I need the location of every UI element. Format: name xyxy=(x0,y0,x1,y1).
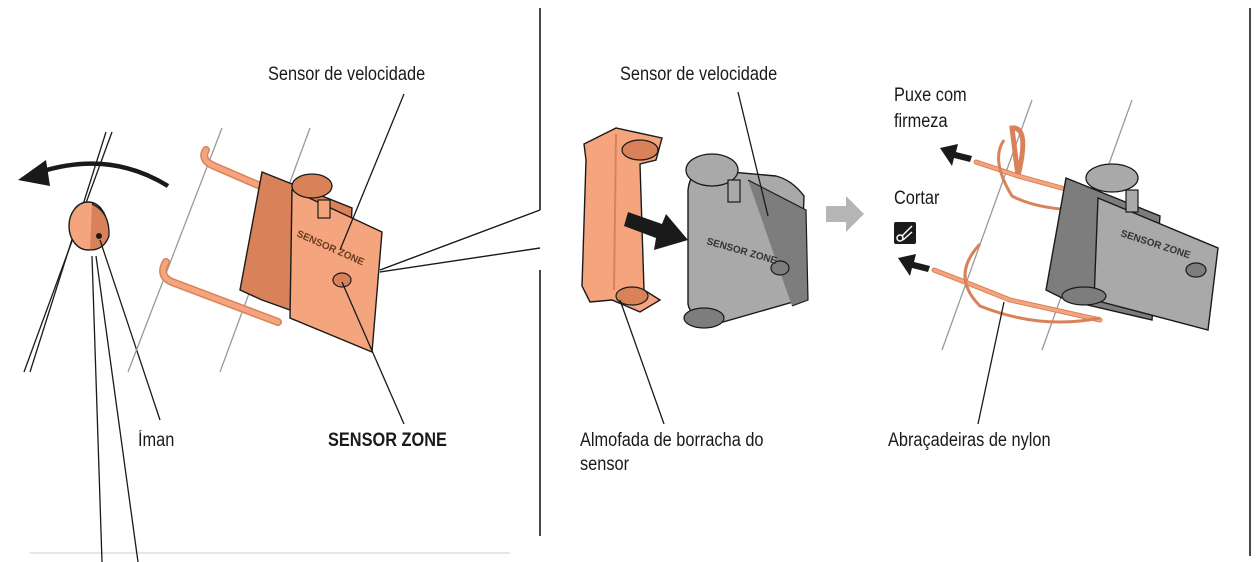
speed-sensor-mounted: SENSOR ZONE xyxy=(159,146,383,354)
leader-nylon-ties xyxy=(977,301,1005,425)
label-rubber-pad-line1: Almofada de borracha do xyxy=(580,430,764,451)
rotation-arrow xyxy=(39,161,170,188)
attach-arrow xyxy=(624,212,688,250)
label-speed-sensor-left: Sensor de velocidade xyxy=(268,64,426,85)
rubber-pad xyxy=(581,127,663,313)
speed-sensor-body: SENSOR ZONE xyxy=(683,153,809,329)
scissors-icon xyxy=(894,222,916,244)
zoom-line-top xyxy=(379,209,541,271)
pull-arrow-bottom-icon xyxy=(898,254,930,276)
rotation-arrowhead xyxy=(18,160,50,186)
label-nylon-ties: Abraçadeiras de nylon xyxy=(888,430,1051,451)
leader-speed-sensor-left xyxy=(339,93,405,251)
leader-sensor-zone xyxy=(341,281,405,425)
magnet-icon xyxy=(68,201,110,251)
label-cut: Cortar xyxy=(894,188,940,209)
fork-line-1 xyxy=(127,127,223,373)
label-magnet: Íman xyxy=(138,430,175,451)
label-rubber-pad-line2: sensor xyxy=(580,454,630,475)
label-pull-line1: Puxe com xyxy=(894,85,967,106)
leader-speed-sensor-mid xyxy=(737,91,769,217)
leader-magnet xyxy=(99,239,161,421)
leader-rubber-pad xyxy=(619,299,665,425)
pull-arrow-top-icon xyxy=(940,144,972,166)
leader-bottom-2 xyxy=(95,255,139,562)
label-sensor-zone: SENSOR ZONE xyxy=(328,430,447,451)
fork-line-3 xyxy=(941,99,1033,351)
label-pull-line2: firmeza xyxy=(894,111,948,132)
spoke-2 xyxy=(29,131,107,373)
zoom-line-bottom xyxy=(379,247,541,273)
label-speed-sensor-mid: Sensor de velocidade xyxy=(620,64,778,85)
speed-sensor-installed: SENSOR ZONE xyxy=(1045,163,1219,331)
step-arrow-icon xyxy=(826,196,864,232)
leader-bottom-1 xyxy=(91,255,103,562)
